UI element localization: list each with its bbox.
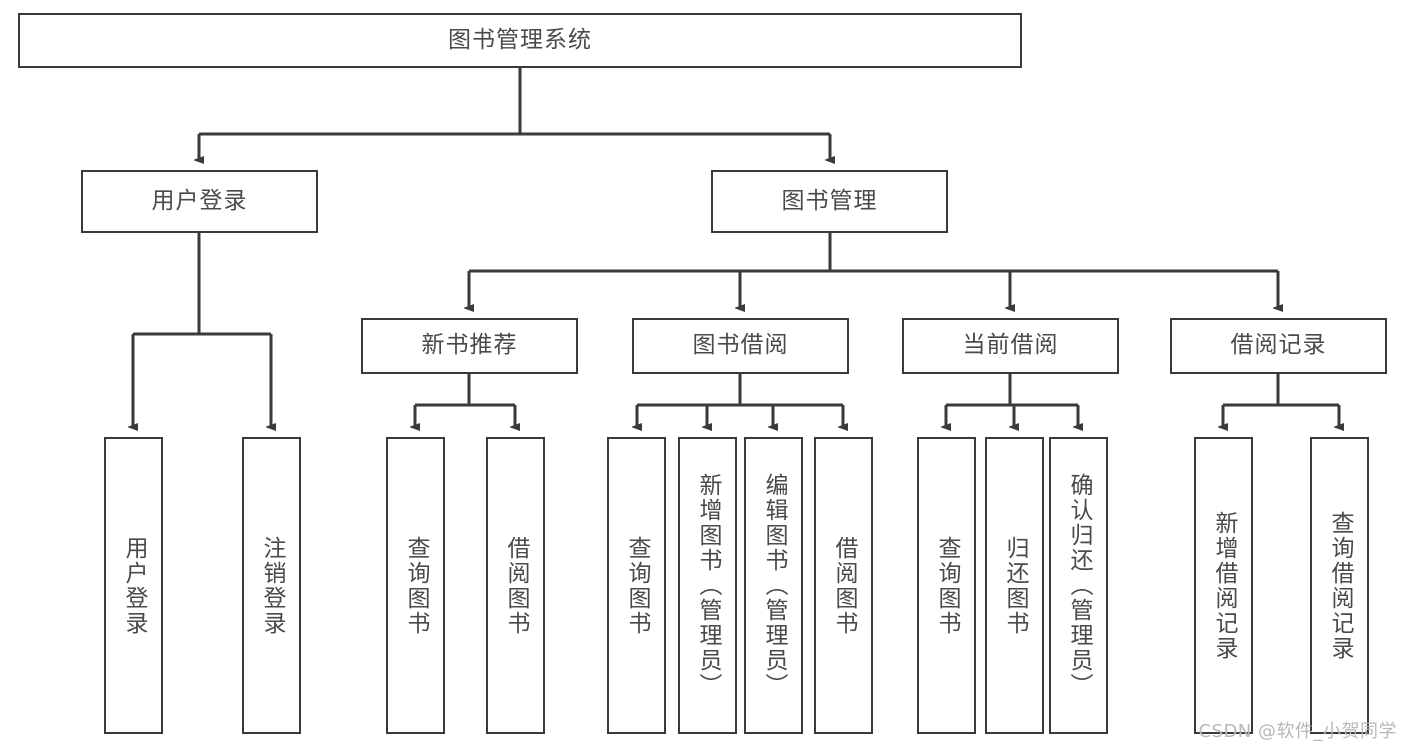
leaf-user-login[interactable]: 用户登录	[104, 437, 163, 734]
leaf-edit-book-label: 编辑图书（管理员）	[761, 473, 788, 698]
leaf-return-book-label: 归还图书	[1002, 535, 1029, 636]
node-borrow-record[interactable]: 借阅记录	[1170, 318, 1387, 374]
node-current-borrow-label: 当前借阅	[962, 332, 1059, 359]
node-book-borrow[interactable]: 图书借阅	[632, 318, 849, 374]
leaf-edit-book[interactable]: 编辑图书（管理员）	[744, 437, 803, 734]
node-new-book-recommend-label: 新书推荐	[421, 332, 518, 359]
leaf-confirm-return-label: 确认归还（管理员）	[1066, 473, 1093, 698]
node-root-label: 图书管理系统	[448, 26, 592, 53]
node-current-borrow[interactable]: 当前借阅	[902, 318, 1119, 374]
leaf-query-book-2-label: 查询图书	[624, 535, 651, 636]
node-book-management-label: 图书管理	[781, 187, 878, 214]
leaf-borrow-book-1-label: 借阅图书	[503, 535, 530, 636]
leaf-logout-login-label: 注销登录	[259, 535, 286, 636]
node-book-borrow-label: 图书借阅	[692, 332, 789, 359]
leaf-query-book-3-label: 查询图书	[934, 535, 961, 636]
leaf-query-book-1[interactable]: 查询图书	[386, 437, 445, 734]
leaf-confirm-return[interactable]: 确认归还（管理员）	[1049, 437, 1108, 734]
leaf-add-book[interactable]: 新增图书（管理员）	[678, 437, 737, 734]
node-root[interactable]: 图书管理系统	[18, 13, 1022, 68]
leaf-borrow-book-2[interactable]: 借阅图书	[814, 437, 873, 734]
leaf-borrow-book-2-label: 借阅图书	[831, 535, 858, 636]
node-user-login[interactable]: 用户登录	[81, 170, 318, 233]
leaf-logout-login[interactable]: 注销登录	[242, 437, 301, 734]
leaf-add-borrow-record[interactable]: 新增借阅记录	[1194, 437, 1253, 734]
node-new-book-recommend[interactable]: 新书推荐	[361, 318, 578, 374]
leaf-query-book-2[interactable]: 查询图书	[607, 437, 666, 734]
leaf-query-book-3[interactable]: 查询图书	[917, 437, 976, 734]
watermark-text: CSDN @软件_小贺同学	[1198, 721, 1397, 742]
leaf-borrow-book-1[interactable]: 借阅图书	[486, 437, 545, 734]
leaf-user-login-label: 用户登录	[121, 535, 148, 636]
leaf-query-borrow-record[interactable]: 查询借阅记录	[1310, 437, 1369, 734]
leaf-query-borrow-record-label: 查询借阅记录	[1327, 510, 1354, 661]
leaf-add-book-label: 新增图书（管理员）	[695, 473, 722, 698]
node-user-login-label: 用户登录	[151, 187, 248, 214]
leaf-add-borrow-record-label: 新增借阅记录	[1211, 510, 1238, 661]
node-book-management[interactable]: 图书管理	[711, 170, 948, 233]
leaf-return-book[interactable]: 归还图书	[985, 437, 1044, 734]
leaf-query-book-1-label: 查询图书	[403, 535, 430, 636]
node-borrow-record-label: 借阅记录	[1230, 332, 1327, 359]
